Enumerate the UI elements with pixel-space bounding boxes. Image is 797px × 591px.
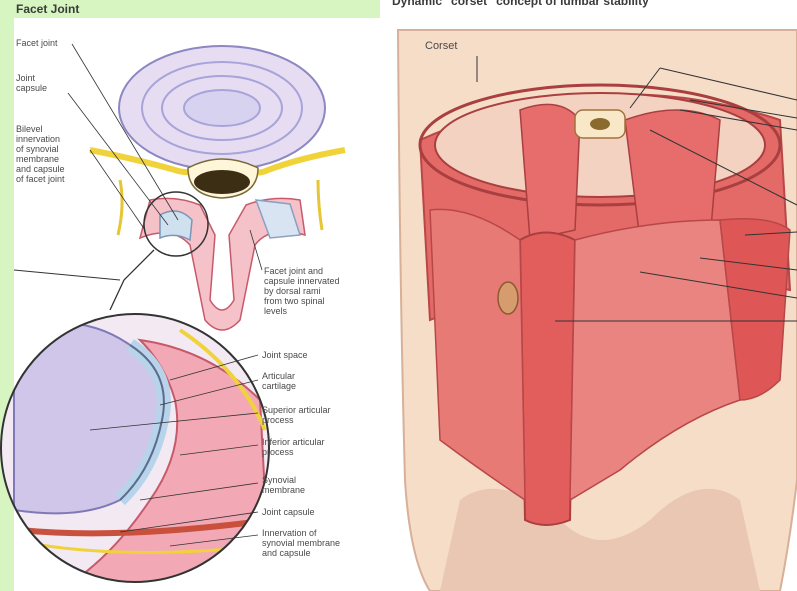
rectus-abdominis — [520, 233, 575, 526]
label-corset: Corset — [425, 40, 457, 52]
navel — [498, 282, 518, 314]
spinal-canal — [590, 118, 610, 130]
psoas — [520, 104, 580, 240]
